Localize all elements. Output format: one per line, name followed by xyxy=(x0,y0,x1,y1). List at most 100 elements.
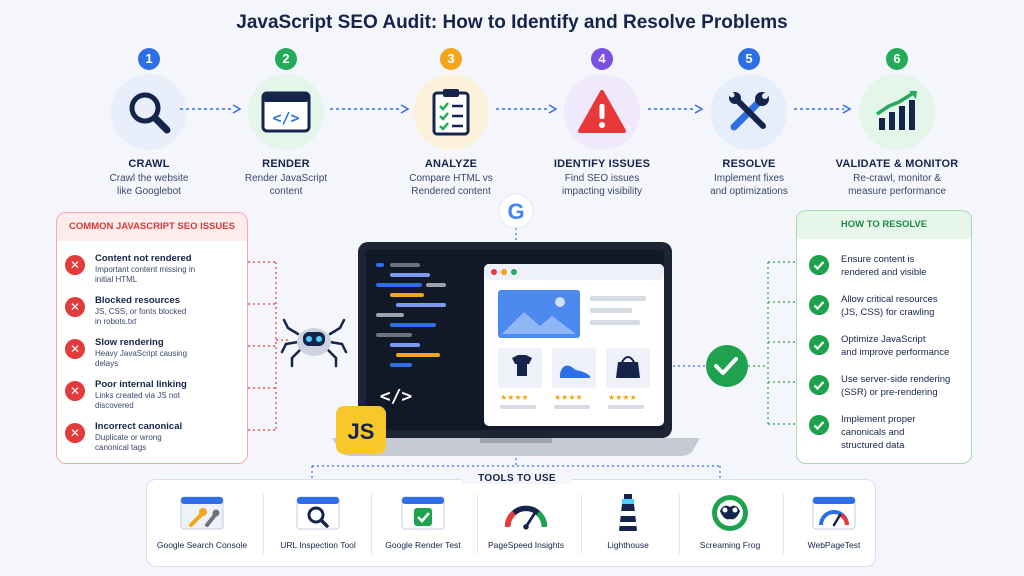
spider-bot-icon xyxy=(280,318,348,368)
step-arrow xyxy=(496,104,558,114)
check-window-icon xyxy=(401,496,445,530)
resolve-text: Allow critical resources(JS, CSS) for cr… xyxy=(841,294,938,318)
step-number: 4 xyxy=(591,48,613,70)
handbag-icon xyxy=(616,362,640,378)
issue-item: ✕ Slow rendering Heavy JavaScript causin… xyxy=(65,337,243,377)
tshirt-icon xyxy=(512,355,532,376)
check-circle-icon xyxy=(809,415,829,435)
tool-name: Screaming Frog xyxy=(699,540,761,550)
check-circle-icon xyxy=(809,375,829,395)
step-icon-circle xyxy=(111,74,187,150)
step-icon-circle: </> xyxy=(248,74,324,150)
wrench-window-icon xyxy=(180,496,224,530)
error-x-icon: ✕ xyxy=(65,339,85,359)
step-name: ANALYZE xyxy=(424,158,478,170)
issue-title: Content not rendered xyxy=(95,253,192,264)
check-circle-icon xyxy=(809,335,829,355)
issue-item: ✕ Blocked resources JS, CSS, or fonts bl… xyxy=(65,295,243,335)
sneaker-icon xyxy=(560,365,590,378)
google-badge: G xyxy=(498,193,534,229)
code-window-icon: </> xyxy=(261,91,311,133)
resolve-item: Use server-side rendering(SSR) or pre-re… xyxy=(809,373,967,413)
search-window-icon xyxy=(296,496,340,530)
success-check-icon xyxy=(706,345,748,387)
tools-heading: TOOLS TO USE xyxy=(462,473,572,484)
tool-google-render-test: Google Render Test xyxy=(372,494,474,550)
step-number: 5 xyxy=(738,48,760,70)
issue-item: ✕ Poor internal linking Links created vi… xyxy=(65,379,243,419)
check-circle-icon xyxy=(809,295,829,315)
code-symbol-icon: </> xyxy=(380,386,413,407)
step-validate-monitor: 6 VALIDATE & MONITOR Re-crawl, monitor &… xyxy=(822,48,972,198)
issues-connector-lines xyxy=(248,261,290,431)
page-title: JavaScript SEO Audit: How to Identify an… xyxy=(236,12,788,33)
step-name: RESOLVE xyxy=(722,158,776,170)
step-arrow xyxy=(180,104,242,114)
step-name: CRAWL xyxy=(128,158,170,170)
issue-title: Incorrect canonical xyxy=(95,421,183,432)
step-number: 1 xyxy=(138,48,160,70)
step-icon-circle xyxy=(413,74,489,150)
step-arrow xyxy=(648,104,704,114)
tool-google-search-console: Google Search Console xyxy=(151,494,253,550)
tool-webpagetest: WebPageTest xyxy=(783,494,885,550)
speed-gauge-icon xyxy=(504,505,548,530)
error-x-icon: ✕ xyxy=(65,423,85,443)
resolve-item: Allow critical resources(JS, CSS) for cr… xyxy=(809,293,967,333)
tool-name: URL Inspection Tool xyxy=(280,540,356,550)
tool-name: Google Search Console xyxy=(156,540,248,550)
step-number: 3 xyxy=(440,48,462,70)
tool-lighthouse: Lighthouse xyxy=(577,494,679,550)
browser-window: ★★★★ ★★★★ ★★★★ xyxy=(484,264,664,426)
tool-name: PageSpeed Insights xyxy=(487,540,565,550)
svg-text:★★★★: ★★★★ xyxy=(554,393,583,402)
error-x-icon: ✕ xyxy=(65,381,85,401)
resolve-text: Use server-side rendering(SSR) or pre-re… xyxy=(841,374,951,398)
growth-chart-icon xyxy=(876,90,917,130)
issue-title: Slow rendering xyxy=(95,337,164,348)
common-issues-panel: COMMON JAVASCRIPT SEO ISSUES ✕ Content n… xyxy=(56,212,248,464)
svg-text:★★★★: ★★★★ xyxy=(500,393,529,402)
magnifier-icon xyxy=(129,92,171,134)
step-number: 2 xyxy=(275,48,297,70)
step-arrow xyxy=(794,104,852,114)
warning-icon xyxy=(578,90,626,133)
gauge-window-icon xyxy=(812,496,856,530)
issue-item: ✕ Incorrect canonical Duplicate or wrong… xyxy=(65,421,243,461)
step-icon-circle xyxy=(859,74,935,150)
error-x-icon: ✕ xyxy=(65,255,85,275)
svg-text:G: G xyxy=(507,199,524,224)
step-number: 6 xyxy=(886,48,908,70)
clipboard-checklist-icon xyxy=(432,89,470,136)
issue-title: Poor internal linking xyxy=(95,379,187,390)
tools-panel: Google Search Console URL Inspection Too… xyxy=(146,479,876,567)
check-circle-icon xyxy=(809,255,829,275)
svg-text:</>: </> xyxy=(272,109,299,127)
javascript-badge: JS xyxy=(336,406,386,454)
step-description: Re-crawl, monitor &measure performance xyxy=(848,173,946,197)
tools-icon xyxy=(729,92,769,131)
rating-stars: ★★★★ ★★★★ ★★★★ xyxy=(500,393,637,402)
step-arrow xyxy=(330,104,410,114)
frog-icon xyxy=(712,495,748,531)
tool-name: Google Render Test xyxy=(385,540,461,550)
